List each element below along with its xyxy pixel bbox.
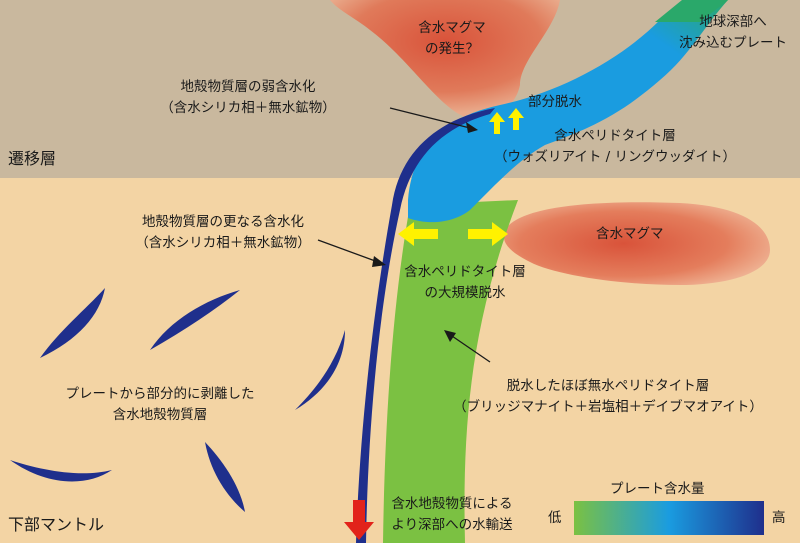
leader-arrowhead: [466, 122, 478, 133]
label-large-dehydration: 含水ペリドタイト層 の大規模脱水: [390, 262, 540, 304]
magma-top-region: [330, 0, 560, 119]
legend-gradient-bar: [574, 501, 764, 535]
leader-arrowhead: [444, 330, 456, 342]
legend-high-label: 高: [772, 510, 786, 526]
label-lower-mantle: 下部マントル: [8, 515, 105, 534]
label-peridotite-layer-line2: （ウォズリアイト / リングウッダイト）: [494, 149, 736, 165]
label-weak-hydration: 地殻物質層の弱含水化 （含水シリカ相＋無水鉱物）: [128, 77, 368, 119]
slab-crust-layer: [356, 108, 495, 543]
crust-lens: [150, 290, 240, 350]
label-deep-transport-line2: より深部への水輸送: [391, 517, 513, 533]
crust-lens: [205, 442, 245, 512]
label-delaminated-crust: プレートから部分的に剥離した 含水地殻物質層: [40, 384, 280, 426]
large-dehydration-arrows: [398, 222, 508, 246]
label-deep-plate-line2: 沈み込むプレート: [679, 35, 787, 51]
delaminated-crust-lenses: [10, 288, 345, 512]
leader-arrowhead: [372, 256, 386, 267]
label-further-hydration: 地殻物質層の更なる含水化 （含水シリカ相＋無水鉱物）: [108, 212, 338, 254]
label-delaminated-line1: プレートから部分的に剥離した: [65, 386, 255, 402]
crust-lens: [40, 288, 105, 358]
up-arrow: [508, 108, 524, 130]
label-delaminated-line2: 含水地殻物質層: [112, 407, 208, 423]
label-deep-plate: 地球深部へ 沈み込むプレート: [668, 12, 798, 54]
leader-anhydrous: [451, 335, 491, 363]
label-transition-zone: 遷移層: [8, 149, 57, 168]
label-anhydrous-line1: 脱水したほぼ無水ペリドタイト層: [506, 378, 710, 394]
deep-transport-arrow: [344, 500, 374, 540]
label-magma-top: 含水マグマ の発生？: [392, 18, 512, 60]
dehydrated-slab: [383, 200, 518, 543]
crust-lens: [295, 330, 345, 410]
label-partial-dehydration: 部分脱水: [528, 94, 582, 110]
label-large-dehydration-line2: の大規模脱水: [424, 285, 506, 301]
leader-further-hydration: [317, 239, 379, 263]
partial-dehydration-arrows: [489, 108, 524, 134]
label-peridotite-layer: 含水ペリドタイト層 （ウォズリアイト / リングウッダイト）: [470, 126, 760, 168]
label-weak-hydration-line1: 地殻物質層の弱含水化: [180, 79, 316, 95]
label-magma-top-line2: の発生？: [425, 41, 479, 57]
label-anhydrous-peridotite: 脱水したほぼ無水ペリドタイト層 （ブリッジマナイト＋岩塩相＋デイブマオアイト）: [418, 376, 798, 418]
crust-lens: [10, 460, 112, 482]
label-deep-transport-line1: 含水地殻物質による: [391, 496, 513, 512]
magma-right-region: [503, 202, 770, 285]
label-weak-hydration-line2: （含水シリカ相＋無水鉱物）: [160, 100, 336, 116]
label-further-hydration-line2: （含水シリカ相＋無水鉱物）: [135, 235, 311, 251]
legend-low-label: 低: [548, 510, 562, 526]
up-arrow: [489, 112, 505, 134]
legend-title: プレート含水量: [610, 481, 705, 497]
label-magma-top-line1: 含水マグマ: [418, 20, 486, 36]
label-further-hydration-line1: 地殻物質層の更なる含水化: [142, 214, 304, 230]
label-large-dehydration-line1: 含水ペリドタイト層: [404, 264, 526, 280]
deep-plate-edge: [655, 0, 728, 22]
leader-weak-hydration: [389, 107, 471, 129]
left-arrow: [398, 222, 438, 246]
label-deep-transport: 含水地殻物質による より深部への水輸送: [372, 494, 532, 536]
label-anhydrous-line2: （ブリッジマナイト＋岩塩相＋デイブマオアイト）: [453, 399, 763, 415]
label-deep-plate-line1: 地球深部へ: [699, 14, 767, 30]
hydrous-peridotite-slab: [408, 0, 728, 223]
label-magma-right: 含水マグマ: [596, 226, 664, 242]
label-peridotite-layer-line1: 含水ペリドタイト層: [554, 128, 676, 144]
right-arrow: [468, 222, 508, 246]
